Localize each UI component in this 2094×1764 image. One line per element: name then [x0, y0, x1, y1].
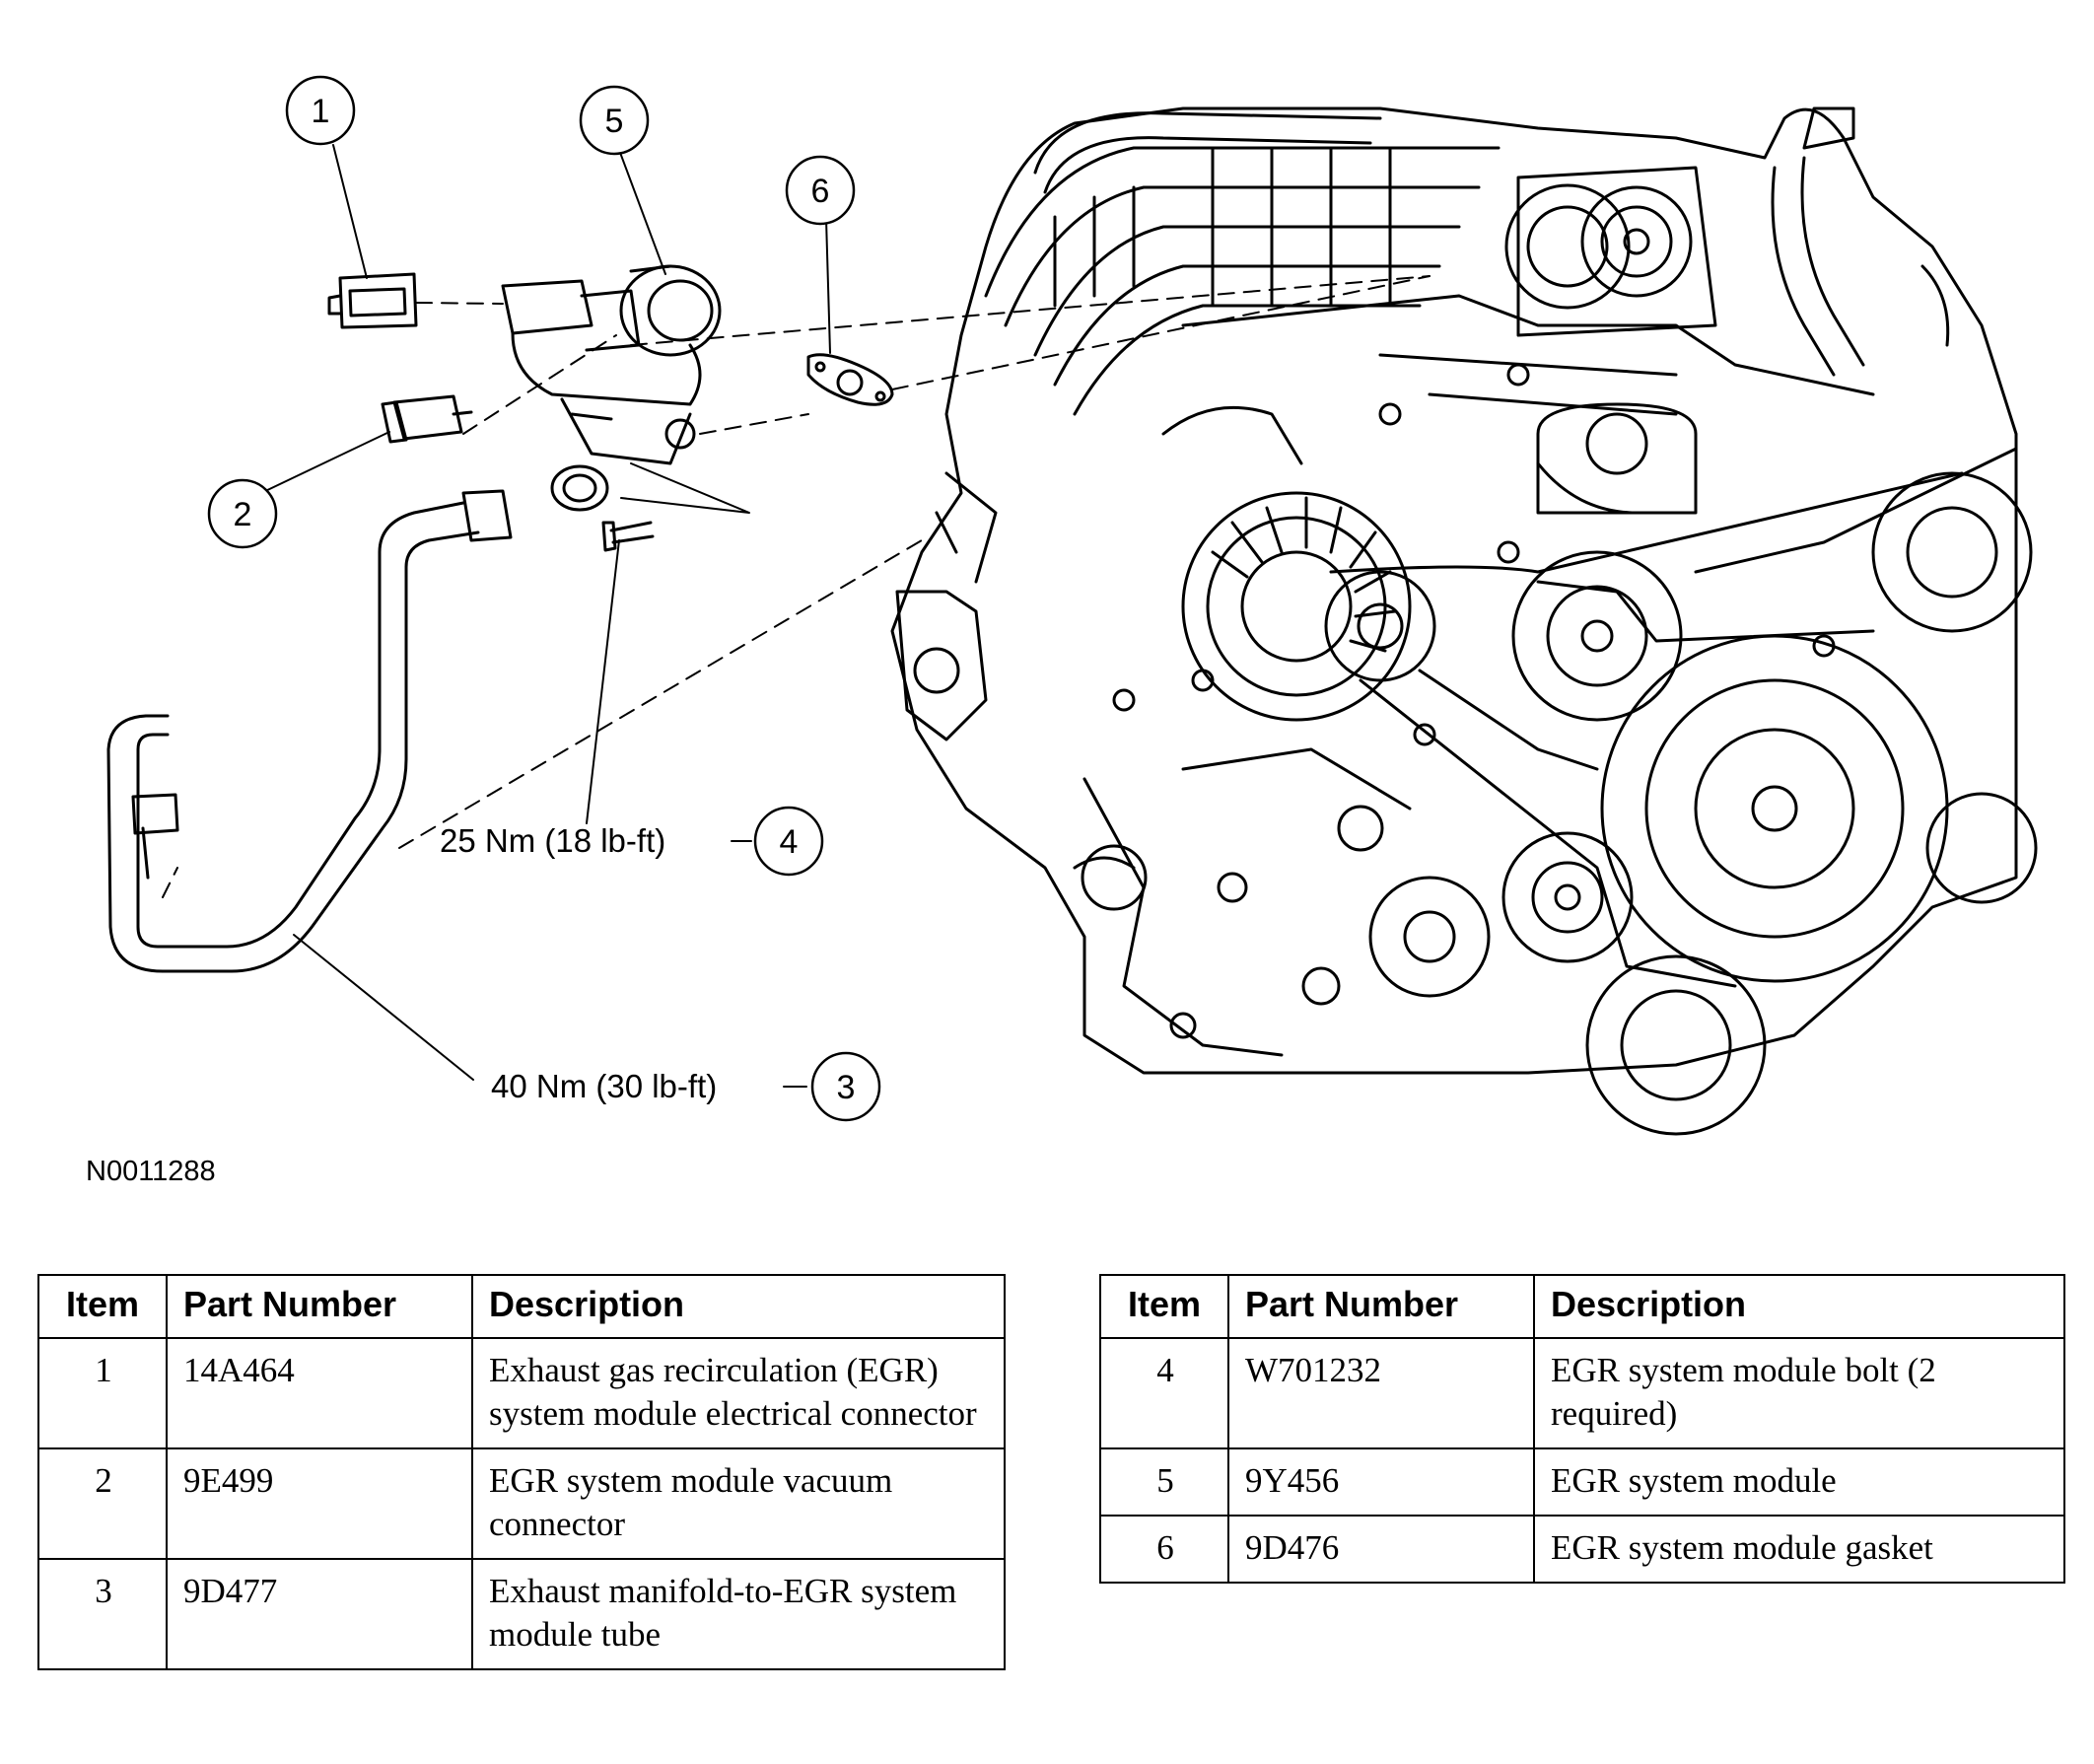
egr-electrical-connector — [327, 272, 418, 329]
callout-4: 4 — [753, 806, 824, 877]
cell-item: 5 — [1099, 1447, 1229, 1517]
cell-description: EGR system module gasket — [1533, 1515, 2065, 1584]
callout-6: 6 — [785, 155, 856, 226]
cell-part-number: W701232 — [1227, 1337, 1535, 1449]
svg-text:3: 3 — [837, 1069, 856, 1106]
leader-lines — [260, 144, 831, 1081]
cell-part-number: 9E499 — [166, 1447, 473, 1560]
figure-id: N0011288 — [86, 1156, 216, 1187]
cell-item: 1 — [37, 1337, 168, 1449]
header-item: Item — [1099, 1274, 1229, 1339]
table-row: 3 9D477 Exhaust manifold-to-EGR system m… — [37, 1558, 1006, 1670]
table-row: 2 9E499 EGR system module vacuum connect… — [37, 1447, 1006, 1560]
egr-system-module — [501, 264, 722, 465]
cell-part-number: 9D477 — [166, 1558, 473, 1670]
torque-label-item3: 40 Nm (30 lb-ft) — [491, 1068, 717, 1104]
table-row: 1 14A464 Exhaust gas recirculation (EGR)… — [37, 1337, 1006, 1449]
parts-table-right: Item Part Number Description 4 W701232 E… — [1099, 1274, 2065, 1584]
svg-text:5: 5 — [605, 103, 624, 140]
torque-label-item4: 25 Nm (18 lb-ft) — [440, 822, 665, 859]
table-row: 4 W701232 EGR system module bolt (2 requ… — [1099, 1337, 2065, 1449]
cell-item: 4 — [1099, 1337, 1229, 1449]
svg-text:4: 4 — [780, 823, 799, 861]
table-header-row: Item Part Number Description — [37, 1274, 1006, 1339]
cell-description: Exhaust manifold-to-EGR system module tu… — [471, 1558, 1006, 1670]
cell-item: 6 — [1099, 1515, 1229, 1584]
cell-description: Exhaust gas recirculation (EGR) system m… — [471, 1337, 1006, 1449]
svg-text:6: 6 — [811, 173, 830, 210]
egr-module-bolts — [550, 464, 655, 552]
cell-description: EGR system module bolt (2 required) — [1533, 1337, 2065, 1449]
table-row: 5 9Y456 EGR system module — [1099, 1447, 2065, 1517]
cell-part-number: 9Y456 — [1227, 1447, 1535, 1517]
egr-exploded-diagram: 1 5 6 2 4 3 25 Nm (18 lb-ft) 40 Nm (30 l… — [106, 75, 2038, 1136]
table-header-row: Item Part Number Description — [1099, 1274, 2065, 1339]
callout-1: 1 — [285, 75, 356, 146]
parts-table-left: Item Part Number Description 1 14A464 Ex… — [37, 1274, 1006, 1670]
engine-illustration — [890, 106, 2038, 1136]
callout-5: 5 — [579, 85, 650, 156]
header-description: Description — [471, 1274, 1006, 1339]
svg-text:2: 2 — [234, 496, 252, 533]
header-part-number: Part Number — [1227, 1274, 1535, 1339]
callout-2: 2 — [207, 478, 278, 549]
header-description: Description — [1533, 1274, 2065, 1339]
table-row: 6 9D476 EGR system module gasket — [1099, 1515, 2065, 1584]
cell-item: 3 — [37, 1558, 168, 1670]
cell-description: EGR system module — [1533, 1447, 2065, 1517]
cell-part-number: 14A464 — [166, 1337, 473, 1449]
cell-part-number: 9D476 — [1227, 1515, 1535, 1584]
cell-description: EGR system module vacuum connector — [471, 1447, 1006, 1560]
header-item: Item — [37, 1274, 168, 1339]
cell-item: 2 — [37, 1447, 168, 1560]
header-part-number: Part Number — [166, 1274, 473, 1339]
callout-3: 3 — [810, 1051, 881, 1122]
alignment-lines — [162, 275, 1431, 898]
egr-module-gasket — [806, 353, 894, 406]
egr-vacuum-connector — [381, 394, 473, 444]
svg-text:1: 1 — [312, 93, 330, 130]
egr-tube — [106, 489, 513, 973]
